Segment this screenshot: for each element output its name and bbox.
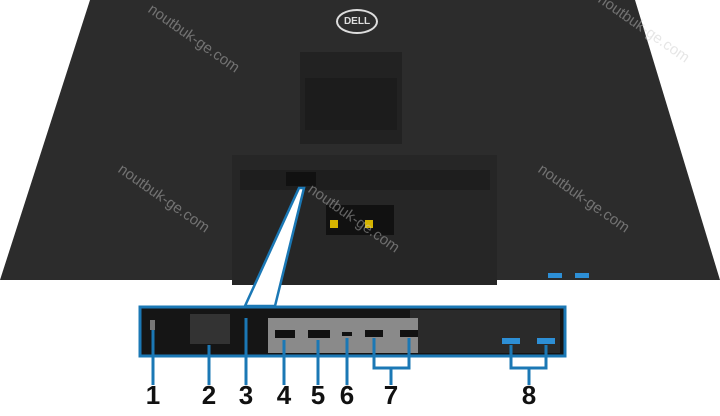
power-port-small [286,172,316,186]
usb-port-side-1 [548,273,562,278]
usb-downstream-port-1 [365,330,383,337]
dell-logo: DELL [336,9,378,34]
regulatory-label [305,78,397,130]
callout-number-2: 2 [201,380,217,410]
security-slot [150,320,155,330]
callout-leaders [151,318,548,385]
callout-number-7: 7 [383,380,399,410]
hdmi-port [275,330,295,338]
usb-quick-access-port-1 [502,338,520,344]
callout-number-4: 4 [276,380,292,410]
power-port [190,314,230,344]
callout-number-6: 6 [339,380,355,410]
callout-number-8: 8 [521,380,537,410]
displayport-port [308,330,330,338]
io-strip [240,170,490,190]
callout-number-5: 5 [310,380,326,410]
usb-c-port [342,332,352,336]
usb-port-side-2 [575,273,589,278]
usb-quick-access-port-2 [537,338,555,344]
usb-downstream-port-2 [400,330,418,337]
callout-number-1: 1 [145,380,161,410]
callout-number-3: 3 [238,380,254,410]
